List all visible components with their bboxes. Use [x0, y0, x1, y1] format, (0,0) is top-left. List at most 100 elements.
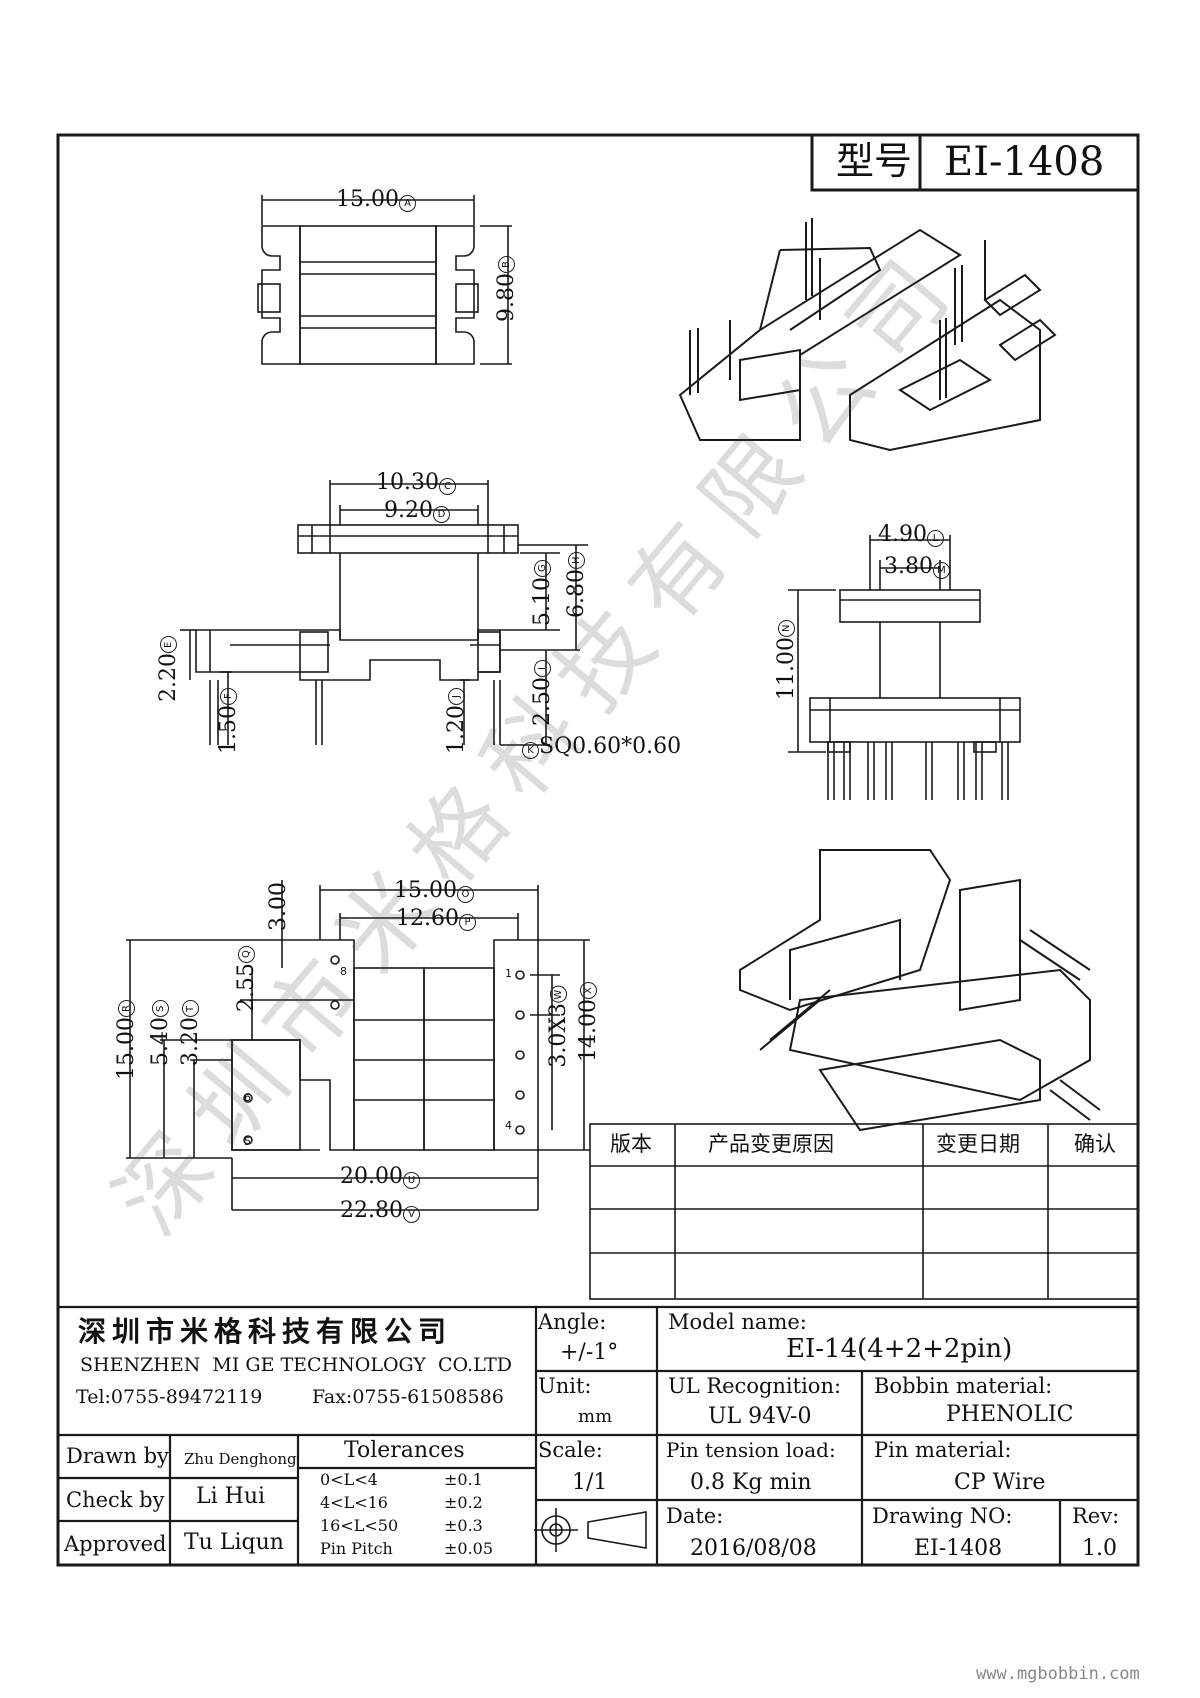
tolerance-value-2: ±0.2	[444, 1493, 483, 1512]
dim-u-marker: U	[402, 1172, 420, 1189]
model-name-value: EI-14(4+2+2pin)	[786, 1334, 1013, 1364]
tolerance-range-3: 16<L<50	[320, 1516, 399, 1535]
unit-label: Unit:	[538, 1374, 592, 1398]
dim-d-marker: D	[432, 506, 450, 523]
model-name-label: Model name:	[668, 1310, 807, 1334]
company-name-en: SHENZHEN MI GE TECHNOLOGY CO.LTD	[80, 1354, 513, 1376]
rev-header-date: 变更日期	[936, 1132, 1020, 1156]
dim-w-marker: W	[550, 986, 567, 1003]
unit-value: mm	[578, 1406, 613, 1427]
dim-b-marker: B	[498, 256, 515, 273]
dim-i: 2.50I	[530, 660, 555, 726]
dim-g-marker: G	[534, 560, 551, 577]
dim-t-marker: T	[182, 1000, 199, 1017]
dim-l-marker: L	[926, 530, 944, 547]
dim-h-marker: H	[568, 552, 585, 569]
dim-s: 5.40S	[148, 1000, 173, 1066]
rev-header-confirm: 确认	[1074, 1132, 1116, 1156]
dim-m-marker: M	[932, 562, 950, 579]
dim-k-marker: K	[522, 742, 539, 759]
rev-header-version: 版本	[610, 1132, 652, 1156]
dim-j-marker: J	[448, 688, 465, 705]
company-name-cn: 深圳市米格科技有限公司	[78, 1315, 453, 1348]
dim-x: 14.00X	[576, 982, 601, 1062]
side-view	[788, 535, 1021, 800]
dim-x-marker: X	[580, 982, 597, 999]
dim-p-marker: P	[458, 914, 476, 931]
bottom-view	[126, 880, 590, 1211]
approved-label: Approved	[64, 1532, 167, 1556]
tolerance-range-1: 0<L<4	[320, 1470, 378, 1489]
top-view	[257, 195, 512, 365]
ul-label: UL Recognition:	[668, 1374, 842, 1398]
tolerance-value-3: ±0.3	[444, 1516, 483, 1535]
pin-label-6: 6	[244, 1091, 251, 1104]
dim-e-marker: E	[160, 636, 177, 653]
projection-symbol	[534, 1508, 647, 1552]
check-by-value: Li Hui	[196, 1484, 266, 1509]
pin-label-8: 8	[340, 965, 347, 978]
dim-n-marker: N	[778, 620, 795, 637]
dim-f-marker: F	[220, 688, 237, 705]
dim-i-marker: I	[534, 660, 551, 677]
pin-tension-value: 0.8 Kg min	[690, 1470, 812, 1495]
model-value: EI-1408	[944, 139, 1105, 185]
dim-q-marker: Q	[238, 946, 255, 963]
scale-label: Scale:	[538, 1438, 603, 1462]
company-tel: Tel:0755-89472119	[76, 1386, 263, 1408]
dim-h: 6.80H	[564, 552, 589, 618]
dim-r-marker: R	[118, 1000, 135, 1017]
drawing-no-value: EI-1408	[914, 1536, 1003, 1561]
company-fax: Fax:0755-61508586	[312, 1386, 504, 1408]
scale-value: 1/1	[572, 1470, 608, 1495]
pin-label-5: 5	[244, 1135, 251, 1148]
dim-r: 15.00R	[114, 1000, 139, 1080]
drawing-no-label: Drawing NO:	[872, 1504, 1013, 1528]
model-label: 型号	[836, 139, 913, 183]
dim-c-marker: C	[438, 478, 456, 495]
dim-f: 1.50F	[216, 688, 241, 754]
angle-value: +/-1°	[560, 1340, 619, 1365]
title-block-grid	[58, 1305, 1138, 1565]
dim-s-marker: S	[152, 1000, 169, 1017]
footer-url[interactable]: www.mgbobbin.com	[976, 1664, 1140, 1684]
pin-material-value: CP Wire	[954, 1470, 1046, 1495]
tolerance-value-1: ±0.1	[444, 1470, 483, 1489]
check-by-label: Check by	[66, 1488, 165, 1512]
ul-value: UL 94V-0	[708, 1404, 812, 1429]
dim-q: 2.55Q	[234, 946, 259, 1012]
approved-value: Tu Liqun	[184, 1530, 284, 1555]
bobbin-material-value: PHENOLIC	[946, 1402, 1074, 1427]
dim-q-top: 3.00	[266, 882, 291, 931]
dim-v-marker: V	[402, 1206, 420, 1223]
dim-t: 3.20T	[178, 1000, 203, 1066]
pin-label-1: 1	[505, 967, 512, 980]
pin-label-4: 4	[505, 1119, 512, 1132]
dim-o-marker: O	[456, 886, 474, 903]
tolerance-range-2: 4<L<16	[320, 1493, 388, 1512]
bobbin-material-label: Bobbin material:	[874, 1374, 1053, 1398]
rev-header-reason: 产品变更原因	[708, 1132, 834, 1156]
front-view	[180, 480, 588, 746]
dim-b: 9.80B	[494, 256, 519, 322]
rev-value: 1.0	[1082, 1536, 1117, 1561]
revision-table-grid	[589, 1123, 1139, 1300]
iso-view-top	[678, 218, 1057, 452]
drawn-by-value: Zhu Denghong	[184, 1450, 297, 1468]
pin-material-label: Pin material:	[874, 1438, 1012, 1462]
dim-j: 1.20J	[444, 688, 469, 754]
date-value: 2016/08/08	[690, 1536, 817, 1561]
dim-w: 3.0X3W	[546, 986, 571, 1068]
dim-e: 2.20E	[156, 636, 181, 702]
tolerances-title: Tolerances	[344, 1438, 465, 1463]
